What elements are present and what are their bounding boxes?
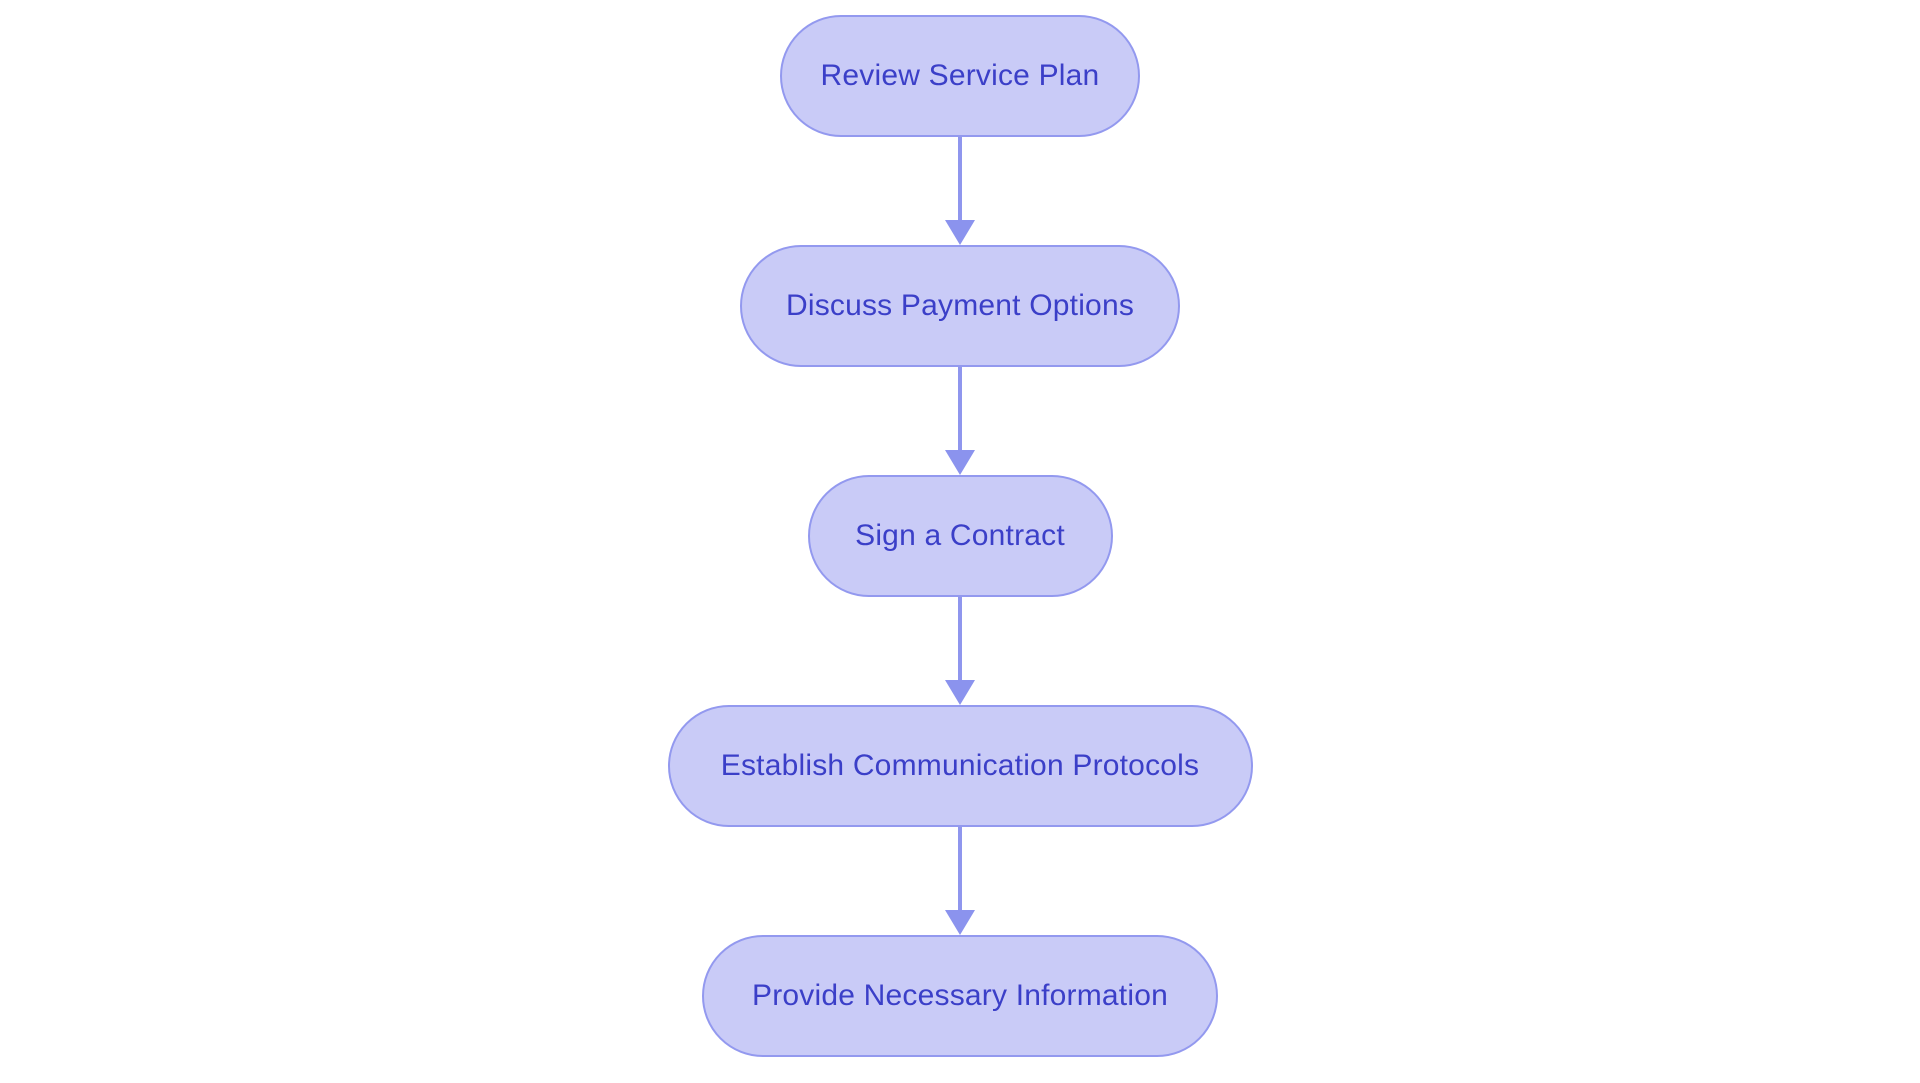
flow-node-establish-communication-protocols: Establish Communication Protocols xyxy=(667,705,1253,827)
flow-node-label: Discuss Payment Options xyxy=(785,289,1135,322)
flow-node-label: Establish Communication Protocols xyxy=(720,749,1200,782)
flow-arrow-4 xyxy=(945,827,975,935)
flow-arrow-1 xyxy=(945,137,975,245)
arrow-line xyxy=(958,827,962,910)
arrow-head-icon xyxy=(945,680,975,705)
flow-arrow-3 xyxy=(945,597,975,705)
flow-node-review-service-plan: Review Service Plan xyxy=(780,15,1140,137)
arrow-head-icon xyxy=(945,450,975,475)
arrow-line xyxy=(958,137,962,220)
arrow-head-icon xyxy=(945,910,975,935)
flow-node-discuss-payment-options: Discuss Payment Options xyxy=(740,245,1180,367)
flow-node-sign-a-contract: Sign a Contract xyxy=(807,475,1113,597)
flow-node-provide-necessary-information: Provide Necessary Information xyxy=(702,935,1218,1057)
arrow-head-icon xyxy=(945,220,975,245)
arrow-line xyxy=(958,367,962,450)
flow-node-label: Provide Necessary Information xyxy=(752,979,1168,1012)
flow-arrow-2 xyxy=(945,367,975,475)
arrow-line xyxy=(958,597,962,680)
flow-node-label: Sign a Contract xyxy=(855,519,1065,552)
flow-node-label: Review Service Plan xyxy=(820,59,1100,92)
